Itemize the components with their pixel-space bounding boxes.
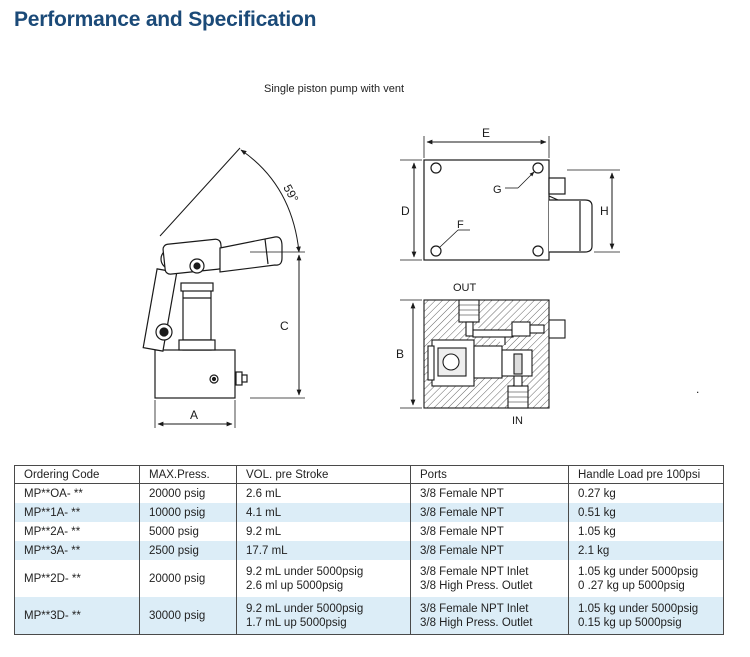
cell-line: 1.05 kg under 5000psig <box>578 565 699 578</box>
vent-screw <box>209 374 219 384</box>
cell-load: 2.1 kg <box>568 541 724 560</box>
table-header-row: Ordering Code MAX.Press. VOL. pre Stroke… <box>14 465 724 484</box>
label-g: G <box>493 184 502 196</box>
pump-technical-drawing: 59° C A E D H F G <box>142 126 699 428</box>
cell-vol: 9.2 mL under 5000psig 2.6 ml up 5000psig <box>236 560 411 597</box>
side-view <box>142 147 305 428</box>
table-row: MP**OA- ** 20000 psig 2.6 mL 3/8 Female … <box>14 483 724 503</box>
label-d: D <box>401 204 410 218</box>
top-view <box>400 136 620 261</box>
cell-ports: 3/8 Female NPT <box>410 541 569 560</box>
table-row: MP**2D- ** 20000 psig 9.2 mL under 5000p… <box>14 560 724 597</box>
label-out: OUT <box>453 282 477 294</box>
header-handle-load: Handle Load pre 100psi <box>568 465 724 484</box>
cell-load: 0.27 kg <box>568 483 724 503</box>
cell-line: 0.15 kg up 5000psig <box>578 616 682 629</box>
label-a: A <box>190 408 198 422</box>
cell-line: 17.7 mL <box>246 544 288 557</box>
cell-line: 3/8 High Press. Outlet <box>420 616 533 629</box>
cell-press: 2500 psig <box>139 541 237 560</box>
cell-ports: 3/8 Female NPT <box>410 503 569 522</box>
cell-line: 3/8 Female NPT <box>420 487 504 500</box>
header-vol-stroke: VOL. pre Stroke <box>236 465 411 484</box>
cell-line: 2.6 ml up 5000psig <box>246 579 344 592</box>
cell-load: 1.05 kg under 5000psig 0.15 kg up 5000ps… <box>568 597 724 635</box>
cell-vol: 9.2 mL under 5000psig 1.7 mL up 5000psig <box>236 597 411 635</box>
cell-press: 20000 psig <box>139 483 237 503</box>
cell-line: 3/8 High Press. Outlet <box>420 579 533 592</box>
page-title: Performance and Specification <box>14 8 317 31</box>
cell-line: 4.1 mL <box>246 506 282 519</box>
cell-code: MP**1A- ** <box>14 503 140 522</box>
cell-line: 2.6 mL <box>246 487 282 500</box>
cell-press: 10000 psig <box>139 503 237 522</box>
header-ports: Ports <box>410 465 569 484</box>
cell-line: 2.1 kg <box>578 544 610 557</box>
label-b: B <box>396 347 404 361</box>
cell-code: MP**3D- ** <box>14 597 140 635</box>
cell-code: MP**2D- ** <box>14 560 140 597</box>
cell-line: 1.05 kg <box>578 525 616 538</box>
cell-ports: 3/8 Female NPT Inlet 3/8 High Press. Out… <box>410 597 569 635</box>
cell-line: 3/8 Female NPT Inlet <box>420 602 529 615</box>
cell-ports: 3/8 Female NPT <box>410 483 569 503</box>
header-max-press: MAX.Press. <box>139 465 237 484</box>
cell-vol: 17.7 mL <box>236 541 411 560</box>
cell-vol: 4.1 mL <box>236 503 411 522</box>
label-in: IN <box>512 415 523 427</box>
specification-table: Ordering Code MAX.Press. VOL. pre Stroke… <box>14 465 724 635</box>
header-ordering-code: Ordering Code <box>14 465 140 484</box>
cell-line: 9.2 mL under 5000psig <box>246 602 364 615</box>
cell-line: 9.2 mL under 5000psig <box>246 565 364 578</box>
table-row: MP**3A- ** 2500 psig 17.7 mL 3/8 Female … <box>14 541 724 560</box>
cell-press: 20000 psig <box>139 560 237 597</box>
cell-line: 0.51 kg <box>578 506 616 519</box>
cell-line: 3/8 Female NPT <box>420 525 504 538</box>
diagram-subtitle: Single piston pump with vent <box>264 83 405 95</box>
cell-line: 1.7 mL up 5000psig <box>246 616 347 629</box>
cell-line: 0.27 kg <box>578 487 616 500</box>
label-e: E <box>482 126 490 140</box>
cell-code: MP**3A- ** <box>14 541 140 560</box>
top-body <box>423 159 550 261</box>
table-row: MP**2A- ** 5000 psig 9.2 mL 3/8 Female N… <box>14 522 724 541</box>
label-angle: 59° <box>280 182 301 205</box>
label-c: C <box>280 319 289 333</box>
cell-press: 5000 psig <box>139 522 237 541</box>
label-f: F <box>457 219 464 231</box>
cell-line: 1.05 kg under 5000psig <box>578 602 699 615</box>
cell-ports: 3/8 Female NPT <box>410 522 569 541</box>
cell-line: 3/8 Female NPT Inlet <box>420 565 529 578</box>
stray-dot: . <box>696 382 699 396</box>
cell-load: 1.05 kg under 5000psig 0 .27 kg up 5000p… <box>568 560 724 597</box>
cell-press: 30000 psig <box>139 597 237 635</box>
table-row: MP**1A- ** 10000 psig 4.1 mL 3/8 Female … <box>14 503 724 522</box>
cell-code: MP**OA- ** <box>14 483 140 503</box>
cell-load: 1.05 kg <box>568 522 724 541</box>
cell-code: MP**2A- ** <box>14 522 140 541</box>
cell-load: 0.51 kg <box>568 503 724 522</box>
section-view <box>423 299 566 409</box>
pump-body <box>154 349 236 399</box>
cell-line: 9.2 mL <box>246 525 282 538</box>
cell-line: 3/8 Female NPT <box>420 506 504 519</box>
table-row: MP**3D- ** 30000 psig 9.2 mL under 5000p… <box>14 597 724 635</box>
cell-line: 0 .27 kg up 5000psig <box>578 579 685 592</box>
cell-ports: 3/8 Female NPT Inlet 3/8 High Press. Out… <box>410 560 569 597</box>
cell-line: 3/8 Female NPT <box>420 544 504 557</box>
label-h: H <box>600 204 609 218</box>
cell-vol: 9.2 mL <box>236 522 411 541</box>
cell-vol: 2.6 mL <box>236 483 411 503</box>
handle-tube <box>219 236 283 273</box>
